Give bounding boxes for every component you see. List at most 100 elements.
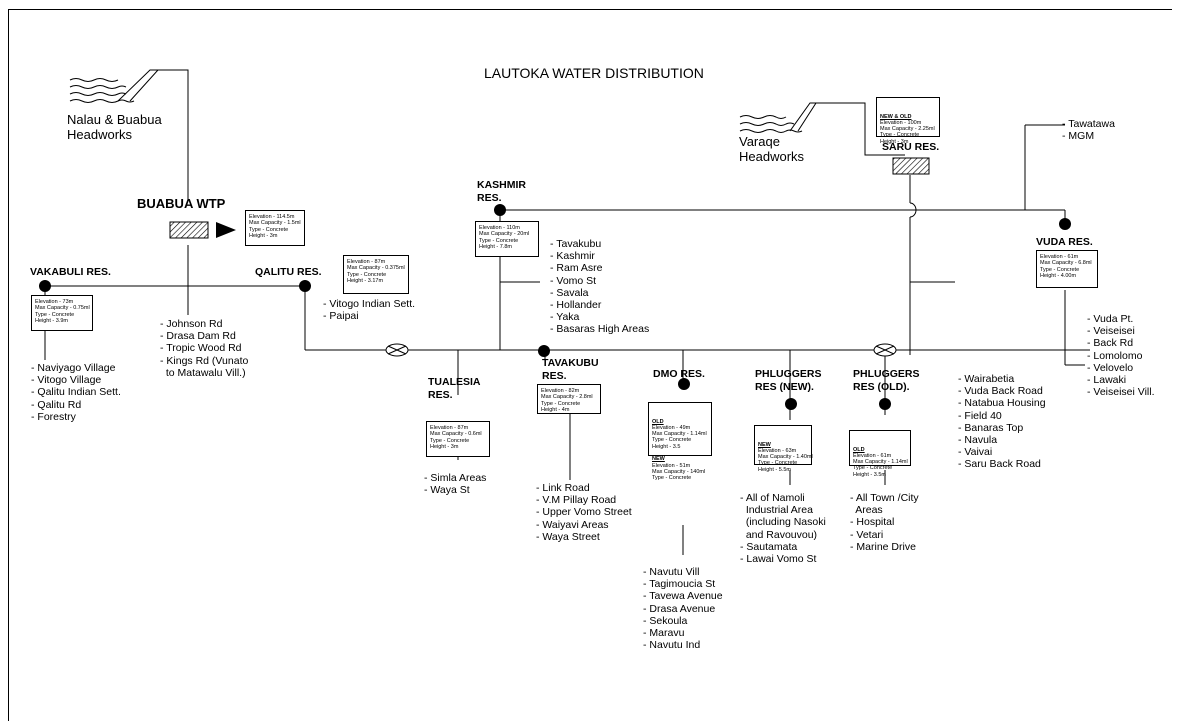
nalau-headworks-icon — [69, 69, 189, 200]
served-area-item: - Sekoula — [643, 614, 688, 627]
served-area-item: - Savala — [550, 286, 589, 299]
dmo-old-title: OLD — [652, 418, 664, 425]
served-area-item: - Kashmir — [550, 250, 595, 263]
served-area-item: - Banaras Top — [958, 421, 1024, 434]
saru-back-road-served-list: - Wairabetia- Vuda Back Road- Natabua Ho… — [958, 373, 1046, 471]
served-area-item: - Qalitu Rd — [31, 398, 82, 411]
phluggers-new-served-list: - All of Namoli Industrial Area (includi… — [740, 492, 826, 565]
dmo-res-label: DMO RES. — [653, 368, 705, 380]
phluggers-old-specs-body: Elevation - 61m Max Capacity - 1.14ml Ty… — [853, 452, 908, 478]
served-area-item: - Paipai — [323, 310, 359, 323]
saru-res-icon — [892, 157, 930, 175]
buabua-served-list: - Johnson Rd- Drasa Dam Rd- Tropic Wood … — [160, 318, 248, 379]
phluggers-old-served-list: - All Town /City Areas- Hospital- Vetari… — [850, 492, 919, 553]
served-area-item: - Waya Street — [536, 530, 600, 543]
phluggers-old-res-node — [879, 398, 891, 410]
served-area-item: - Natabua Housing — [958, 397, 1046, 410]
dmo-new-title: NEW — [652, 456, 665, 463]
served-area-item: - Kings Rd (Vunato — [160, 354, 249, 367]
served-area-item: and Ravouvou) — [740, 528, 818, 541]
served-area-item: - Back Rd — [1087, 337, 1134, 350]
served-area-item: - Marine Drive — [850, 540, 916, 553]
vakabuli-res-node — [39, 280, 51, 292]
saru-specs-title: NEW & OLD — [880, 113, 912, 120]
vuda-served-list: - Vuda Pt.- Veiseisei- Back Rd- Lomolomo… — [1087, 313, 1155, 398]
phluggers-old-specs-title: OLD — [853, 446, 865, 453]
served-area-item: - Ram Asre — [550, 262, 603, 275]
saru-specs-body: Elevation - 100m Max Capacity - 2.25ml T… — [880, 119, 935, 145]
kashmir-served-list: - Tavakubu- Kashmir- Ram Asre- Vomo St- … — [550, 238, 649, 336]
served-area-item: - Basaras High Areas — [550, 323, 650, 336]
served-area-item: - Tawatawa — [1062, 118, 1115, 130]
served-area-item: - Navutu Ind — [643, 639, 701, 652]
served-area-item: - Naviyago Village — [31, 362, 116, 374]
served-area-item: Areas — [850, 504, 883, 517]
served-area-item: - Navula — [958, 434, 998, 447]
page-title: LAUTOKA WATER DISTRIBUTION — [484, 65, 704, 81]
valve-icon-right — [873, 343, 897, 357]
served-area-item: - Qalitu Indian Sett. — [31, 386, 121, 399]
served-area-item: - Yaka — [550, 311, 580, 324]
tavakubu-res-node — [538, 345, 550, 357]
served-area-item: - Waya St — [424, 484, 470, 497]
vuda-res-node — [1059, 218, 1071, 230]
served-area-item: - Johnson Rd — [160, 318, 223, 330]
phluggers-new-res-node — [785, 398, 797, 410]
served-area-item: - All Town /City — [850, 492, 919, 504]
outflow-arrow-icon — [216, 222, 236, 238]
varaqe-headworks-icon — [739, 102, 905, 156]
tavakubu-served-list: - Link Road- V.M Pillay Road- Upper Vomo… — [536, 482, 632, 543]
tavakubu-res-label: TAVAKUBU RES. — [542, 357, 599, 382]
dmo-res-node — [678, 378, 690, 390]
served-area-item: - Vomo St — [550, 274, 597, 287]
phluggers-new-specs-body: Elevation - 63m Max Capacity - 1.40ml Ty… — [758, 447, 813, 473]
served-area-item: - Tavewa Avenue — [643, 590, 723, 603]
dmo-served-list: - Navutu Vill- Tagimoucia St- Tavewa Ave… — [643, 566, 723, 651]
kashmir-res-label: KASHMIR RES. — [477, 179, 526, 204]
served-area-item: - Hollander — [550, 299, 602, 312]
vakabuli-res-label: VAKABULI RES. — [30, 266, 111, 278]
served-area-item: - V.M Pillay Road — [536, 494, 617, 507]
served-area-item: - Lomolomo — [1087, 349, 1143, 362]
tualesia-specs: Elevation - 87m Max Capacity - 0.6ml Typ… — [426, 421, 490, 457]
served-area-item: - Vaivai — [958, 446, 993, 459]
served-area-item: - MGM — [1062, 130, 1095, 143]
phluggers-old-res-label: PHLUGGERS RES (OLD). — [853, 368, 920, 393]
qalitu-served-list: - Vitogo Indian Sett.- Paipai — [323, 298, 415, 322]
dmo-new-specs: Elevation - 51m Max Capacity - 140ml Typ… — [652, 462, 706, 482]
served-area-item: - Navutu Vill — [643, 566, 700, 578]
qalitu-specs: Elevation - 87m Max Capacity - 0.375ml T… — [343, 255, 409, 294]
tualesia-res-label: TUALESIA RES. — [428, 376, 481, 401]
served-area-item: - Wairabetia — [958, 373, 1015, 385]
served-area-item: - Maravu — [643, 627, 685, 640]
saru-served-list: - Tawatawa- MGM — [1062, 118, 1115, 142]
vakabuli-specs: Elevation - 73m Max Capacity - 0.75ml Ty… — [31, 295, 93, 331]
phluggers-new-res-label: PHLUGGERS RES (NEW). — [755, 368, 822, 393]
diagram-frame — [8, 9, 1172, 721]
vuda-res-label: VUDA RES. — [1036, 236, 1093, 248]
vakabuli-served-list: - Naviyago Village- Vitogo Village- Qali… — [31, 362, 121, 423]
served-area-item: - Tagimoucia St — [643, 578, 716, 591]
phluggers-new-specs-title: NEW — [758, 441, 771, 448]
served-area-item: - Veiseisei Vill. — [1087, 386, 1155, 399]
saru-res-label: SARU RES. — [882, 141, 940, 153]
dmo-old-specs: Elevation - 49m Max Capacity - 1.14ml Ty… — [652, 424, 707, 450]
served-area-item: (including Nasoki — [740, 516, 826, 529]
served-area-item: - Lawaki — [1087, 374, 1127, 387]
served-area-item: - Saru Back Road — [958, 458, 1041, 471]
served-area-item: - All of Namoli — [740, 492, 805, 504]
served-area-item: - Veiseisei — [1087, 325, 1135, 338]
tavakubu-specs: Elevation - 82m Max Capacity - 2.8ml Typ… — [537, 384, 601, 414]
valve-icon-left — [385, 343, 409, 357]
served-area-item: - Simla Areas — [424, 472, 487, 484]
served-area-item: - Vitogo Village — [31, 374, 102, 387]
served-area-item: - Vuda Back Road — [958, 385, 1043, 398]
served-area-item: - Waiyavi Areas — [536, 518, 609, 531]
buabua-wtp-icon — [169, 221, 209, 239]
served-area-item: - Hospital — [850, 516, 895, 529]
served-area-item: - Drasa Dam Rd — [160, 330, 236, 343]
